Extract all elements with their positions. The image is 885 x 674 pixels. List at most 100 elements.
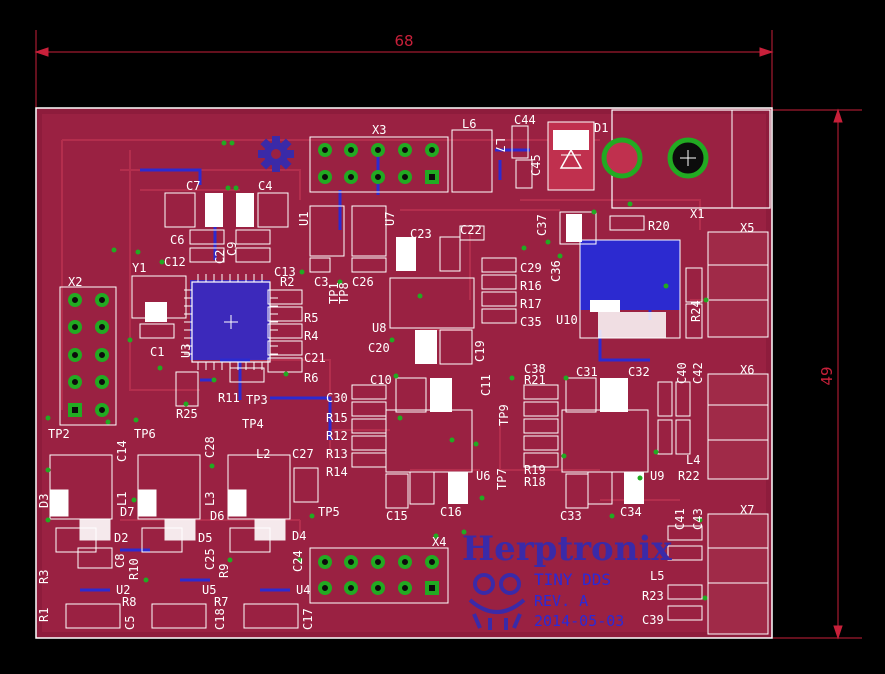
- frog-mascot-icon: [468, 573, 526, 630]
- herptronix-logo: Herptronix: [462, 529, 672, 630]
- connector-x3: [309, 136, 449, 193]
- terminal-x5: [707, 231, 769, 338]
- ref-label-tp5: TP5: [318, 505, 340, 519]
- ref-label-c15: C15: [386, 509, 408, 523]
- ref-label-r8: R8: [122, 595, 136, 609]
- ref-label-l3: L3: [203, 492, 217, 506]
- ref-label-c1: C1: [150, 345, 164, 359]
- ref-label-c27: C27: [292, 447, 314, 461]
- ref-label-u1: U1: [297, 212, 311, 226]
- ref-label-r7: R7: [214, 595, 228, 609]
- ref-label-u8: U8: [372, 321, 386, 335]
- ref-label-d4: D4: [292, 529, 306, 543]
- terminal-x6: [707, 373, 769, 480]
- ref-label-c24: C24: [291, 550, 305, 572]
- diode-d1: [547, 121, 595, 191]
- ref-label-x7: X7: [740, 503, 754, 517]
- ref-label-r24: R24: [689, 300, 703, 322]
- ref-label-r20: R20: [648, 219, 670, 233]
- regulator-u10: [579, 239, 681, 339]
- ref-label-c19: C19: [473, 340, 487, 362]
- ref-label-l4: L4: [686, 453, 700, 467]
- ref-label-c4: C4: [258, 179, 272, 193]
- ref-label-d1: D1: [594, 121, 608, 135]
- ref-label-r3: R3: [37, 570, 51, 584]
- ref-label-c5: C5: [123, 616, 137, 630]
- ref-label-r19: R19: [524, 463, 546, 477]
- mcu-u3: [184, 274, 278, 370]
- date-label: 2014-05-03: [534, 612, 624, 630]
- ref-label-d7: D7: [120, 505, 134, 519]
- ref-label-r13: R13: [326, 447, 348, 461]
- ref-label-c28: C28: [203, 436, 217, 458]
- brand-logo-text: Herptronix: [462, 529, 672, 569]
- ref-label-c22: C22: [460, 223, 482, 237]
- ref-label-x6: X6: [740, 363, 754, 377]
- ref-label-c35: C35: [520, 315, 542, 329]
- ref-label-tp7: TP7: [495, 468, 509, 490]
- ref-label-c7: C7: [186, 179, 200, 193]
- ref-label-c31: C31: [576, 365, 598, 379]
- ref-label-c16: C16: [440, 505, 462, 519]
- ref-label-r21: R21: [524, 373, 546, 387]
- ref-label-c6: C6: [170, 233, 184, 247]
- ref-label-d3: D3: [37, 494, 51, 508]
- height-dimension-label: 49: [818, 366, 836, 385]
- ref-label-c38: C38: [524, 362, 546, 376]
- ref-label-c20: C20: [368, 341, 390, 355]
- dimension-width: [34, 30, 774, 108]
- ref-label-x1: X1: [690, 207, 704, 221]
- ref-label-c18: C18: [213, 608, 227, 630]
- ref-label-r18: R18: [524, 475, 546, 489]
- ref-label-c9: C9: [225, 242, 239, 256]
- ref-label-l1: L1: [115, 492, 129, 506]
- connector-x4: [309, 547, 449, 604]
- ref-label-c45: C45: [529, 154, 543, 176]
- ref-label-u10: U10: [556, 313, 578, 327]
- ref-label-l7: L7: [493, 138, 507, 152]
- ref-label-r9: R9: [217, 564, 231, 578]
- vias: [45, 140, 709, 601]
- buck-converters: [49, 454, 299, 629]
- ref-label-c14: C14: [115, 440, 129, 462]
- revision-label: REV. A: [534, 592, 588, 610]
- ref-label-l6: L6: [462, 117, 476, 131]
- ref-label-r25: R25: [176, 407, 198, 421]
- ref-label-u2: U2: [116, 583, 130, 597]
- ref-label-tp3: TP3: [246, 393, 268, 407]
- ref-label-d2: D2: [114, 531, 128, 545]
- ref-label-u3: U3: [179, 344, 193, 358]
- width-dimension-label: 68: [394, 32, 413, 50]
- ref-label-c33: C33: [560, 509, 582, 523]
- ref-label-c25: C25: [203, 548, 217, 570]
- ref-label-r23: R23: [642, 589, 664, 603]
- dimension-height: [772, 108, 862, 640]
- power-jack-x1: [601, 109, 771, 209]
- ref-label-r6: R6: [304, 371, 318, 385]
- ref-label-c40: C40: [675, 362, 689, 384]
- terminal-x7: [707, 513, 769, 635]
- ref-label-c29: C29: [520, 261, 542, 275]
- product-name: TINY DDS: [534, 570, 611, 589]
- ref-label-x5: X5: [740, 221, 754, 235]
- ref-label-tp9: TP9: [497, 404, 511, 426]
- ref-label-c43: C43: [691, 508, 705, 530]
- ref-label-u4: U4: [296, 583, 310, 597]
- ref-label-r2: R2: [280, 275, 294, 289]
- ref-label-c11: C11: [479, 374, 493, 396]
- ref-label-c37: C37: [535, 214, 549, 236]
- ref-label-c39: C39: [642, 613, 664, 627]
- ref-label-c23: C23: [410, 227, 432, 241]
- ref-label-u5: U5: [202, 583, 216, 597]
- ref-label-x3: X3: [372, 123, 386, 137]
- mcu-copper-zone: [190, 280, 270, 360]
- ref-label-c13: C13: [274, 265, 296, 279]
- ref-label-r15: R15: [326, 411, 348, 425]
- ref-label-tp4: TP4: [242, 417, 264, 431]
- ref-label-c12: C12: [164, 255, 186, 269]
- ref-label-d5: D5: [198, 531, 212, 545]
- ref-label-r17: R17: [520, 297, 542, 311]
- ref-label-c10: C10: [370, 373, 392, 387]
- ref-label-x2: X2: [68, 275, 82, 289]
- ref-label-l2: L2: [256, 447, 270, 461]
